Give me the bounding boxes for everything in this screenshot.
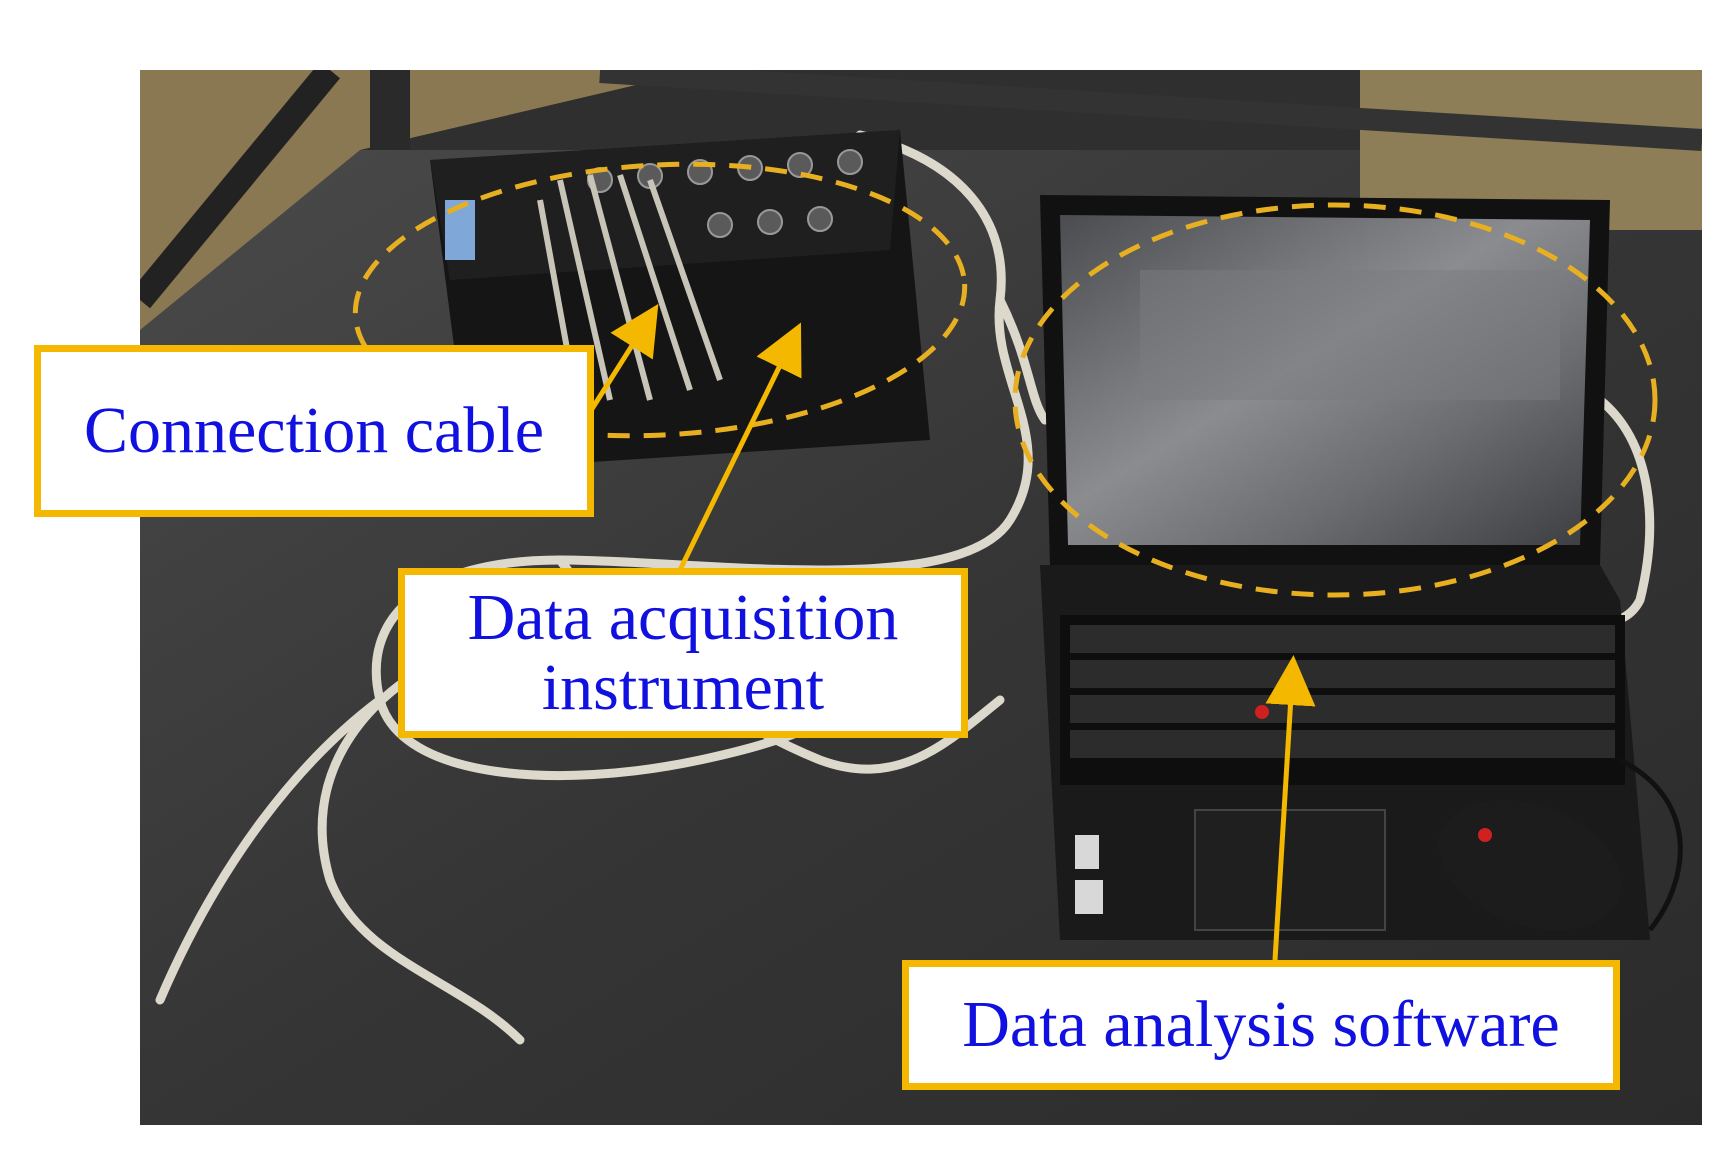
screen-highlight-ellipse bbox=[1012, 202, 1658, 598]
label-data-analysis-software-text: Data analysis software bbox=[962, 988, 1560, 1061]
annotation-arrows bbox=[582, 303, 1316, 961]
label-data-acquisition-instrument: Data acquisition instrument bbox=[398, 568, 968, 738]
laptop-illustration bbox=[1040, 195, 1650, 940]
label-connection-cable: Connection cable bbox=[34, 345, 594, 517]
label-connection-cable-text: Connection cable bbox=[83, 394, 544, 467]
mouse-illustration bbox=[1438, 757, 1683, 932]
arrow-connection-cable bbox=[582, 303, 659, 422]
arrow-data-analysis bbox=[1265, 655, 1316, 961]
arrow-data-acquisition bbox=[677, 322, 802, 572]
label-data-acquisition-line1: Data acquisition bbox=[467, 581, 899, 654]
label-data-analysis-software: Data analysis software bbox=[902, 960, 1620, 1090]
daq-highlight-ellipse bbox=[352, 161, 968, 439]
label-data-acquisition-line2: instrument bbox=[541, 651, 825, 724]
